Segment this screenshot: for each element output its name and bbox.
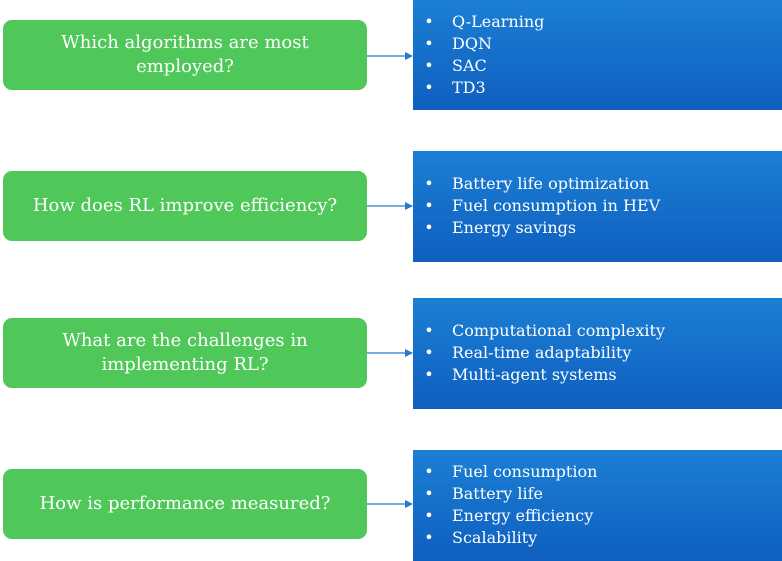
list-item: • Energy savings <box>413 217 782 239</box>
bullet-icon: • <box>424 34 434 53</box>
bullet-icon: • <box>424 528 434 547</box>
question-box-2: How does RL improve efficiency? <box>3 171 367 241</box>
question-text-3: What are the challenges in implementing … <box>62 330 308 375</box>
answer-text: Battery life optimization <box>452 174 650 193</box>
answer-list-3: • Computational complexity • Real-time ada… <box>413 320 782 386</box>
answer-box-2: • Battery life optimization • Fuel consump… <box>413 151 782 262</box>
bullet-icon: • <box>424 365 434 384</box>
bullet-icon: • <box>424 321 434 340</box>
list-item: • Computational complexity <box>413 320 782 342</box>
question-box-3: What are the challenges in implementing … <box>3 318 367 388</box>
answer-box-3: • Computational complexity • Real-time ada… <box>413 298 782 409</box>
answer-text: Energy savings <box>452 218 577 237</box>
question-box-4: How is performance measured? <box>3 469 367 539</box>
question-box-1: Which algorithms are most employed? <box>3 20 367 90</box>
list-item: • Real-time adaptability <box>413 342 782 364</box>
question-text-4: How is performance measured? <box>39 493 331 514</box>
answer-list-1: • Q-Learning • DQN • SAC • TD3 <box>413 11 782 99</box>
answer-text: DQN <box>452 34 492 53</box>
bullet-icon: • <box>424 196 434 215</box>
question-text-1: Which algorithms are most employed? <box>61 32 309 77</box>
bullet-icon: • <box>424 174 434 193</box>
list-item: • Multi-agent systems <box>413 364 782 386</box>
bullet-icon: • <box>424 343 434 362</box>
bullet-icon: • <box>424 78 434 97</box>
answer-text: Real-time adaptability <box>452 343 632 362</box>
answer-text: Fuel consumption in HEV <box>452 196 661 215</box>
bullet-icon: • <box>424 218 434 237</box>
answer-text: Q-Learning <box>452 12 545 31</box>
list-item: • Fuel consumption in HEV <box>413 195 782 217</box>
list-item: • TD3 <box>413 77 782 99</box>
answer-text: Energy efficiency <box>452 506 594 525</box>
answer-text: Battery life <box>452 484 544 503</box>
list-item: • Fuel consumption <box>413 461 782 483</box>
bullet-icon: • <box>424 506 434 525</box>
answer-text: Fuel consumption <box>452 462 598 481</box>
answer-text: Multi-agent systems <box>452 365 617 384</box>
bullet-icon: • <box>424 56 434 75</box>
answer-list-4: • Fuel consumption • Battery life • Energy … <box>413 461 782 549</box>
answer-text: Scalability <box>452 528 538 547</box>
list-item: • Q-Learning <box>413 11 782 33</box>
bullet-icon: • <box>424 484 434 503</box>
bullet-icon: • <box>424 462 434 481</box>
answer-text: Computational complexity <box>452 321 665 340</box>
list-item: • DQN <box>413 33 782 55</box>
list-item: • SAC <box>413 55 782 77</box>
answer-list-2: • Battery life optimization • Fuel consump… <box>413 173 782 239</box>
bullet-icon: • <box>424 12 434 31</box>
answer-box-4: • Fuel consumption • Battery life • Energy … <box>413 450 782 561</box>
list-item: • Battery life <box>413 483 782 505</box>
list-item: • Battery life optimization <box>413 173 782 195</box>
answer-text: SAC <box>452 56 487 75</box>
question-text-2: How does RL improve efficiency? <box>32 195 338 216</box>
answer-text: TD3 <box>452 78 486 97</box>
list-item: • Scalability <box>413 527 782 549</box>
list-item: • Energy efficiency <box>413 505 782 527</box>
answer-box-1: • Q-Learning • DQN • SAC • TD3 <box>413 0 782 110</box>
